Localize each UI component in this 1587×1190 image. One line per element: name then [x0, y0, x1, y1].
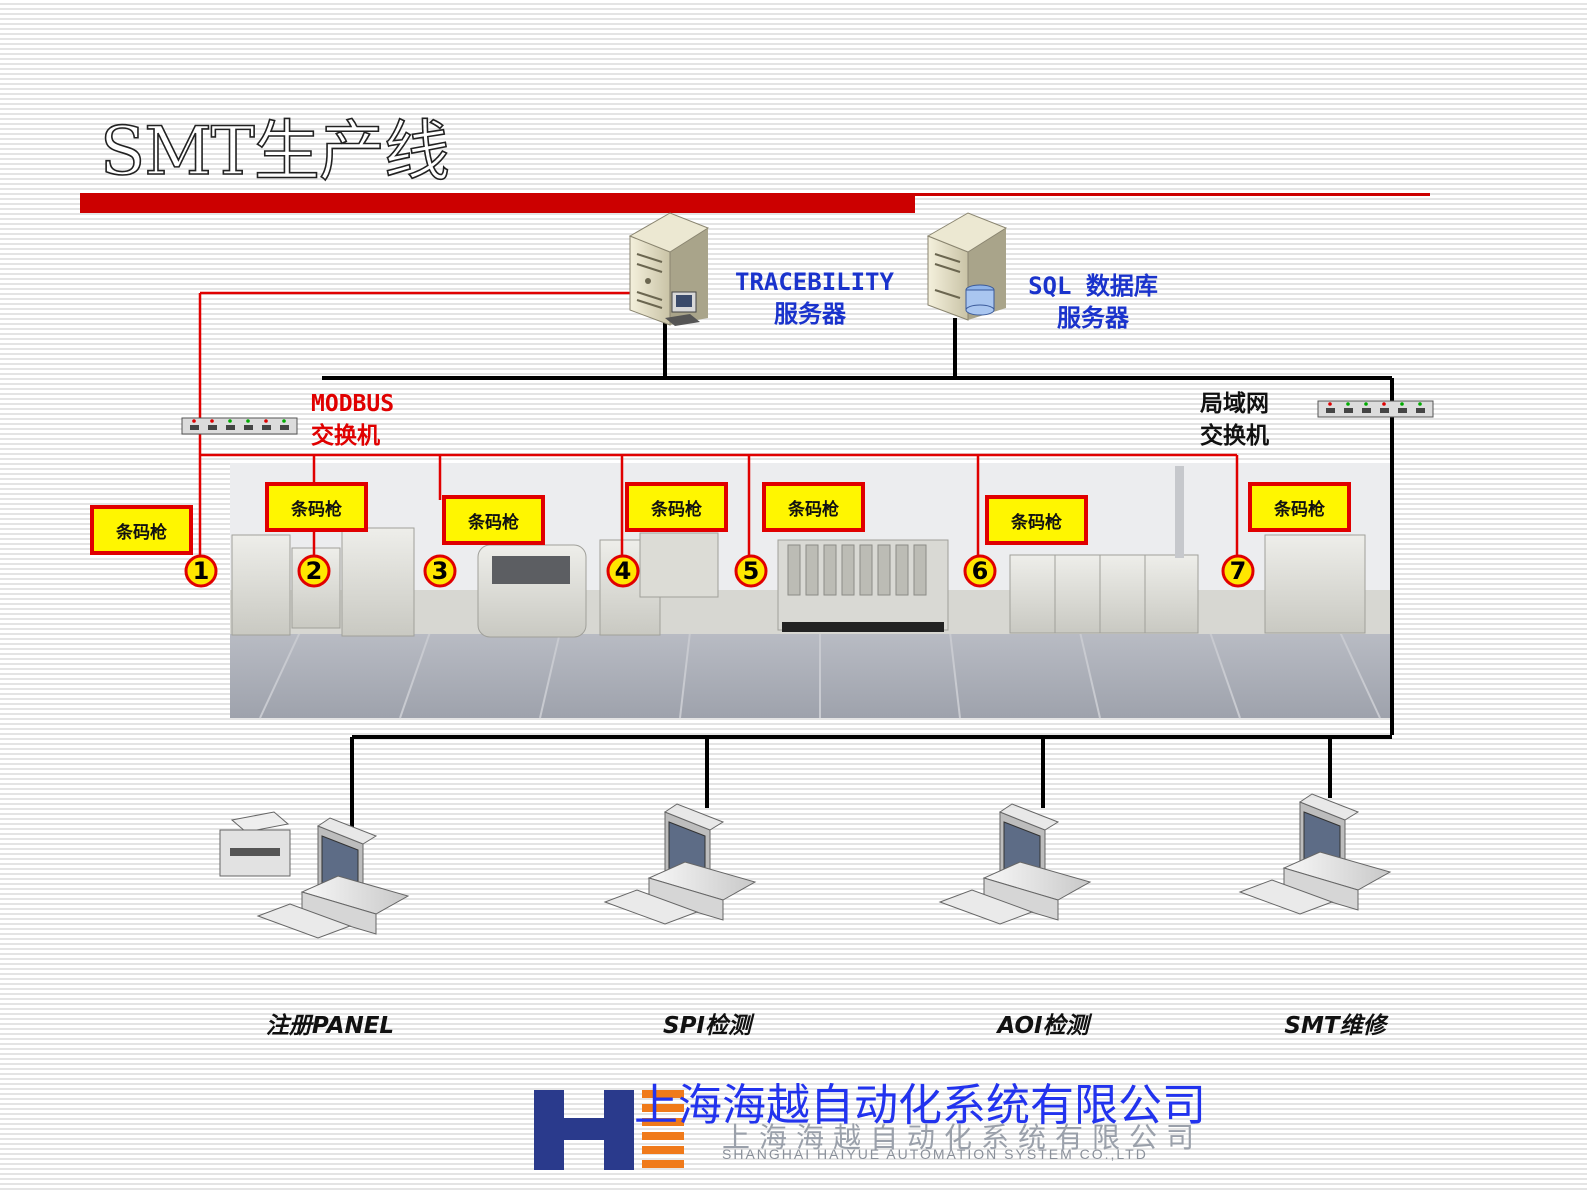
- traceability-label-line1: TRACEBILITY: [735, 268, 894, 296]
- modbus-switch-label: MODBUS 交换机: [311, 388, 394, 452]
- station-number-2: 2: [305, 557, 323, 585]
- barcode-scanner-1: 条码枪: [90, 505, 193, 555]
- computer-icon: [603, 803, 757, 925]
- barcode-scanner-5: 条码枪: [762, 482, 865, 532]
- company-name-watermark: 上海海越自动化系统有限公司: [722, 1121, 1204, 1154]
- barcode-scanner-2: 条码枪: [265, 482, 368, 532]
- station-marker-4: [606, 554, 640, 588]
- computer-icon: [256, 817, 410, 939]
- station-number-6: 6: [971, 557, 989, 585]
- workstation-label-aoi: AOI检测: [997, 1013, 1089, 1039]
- company-logo: [534, 1090, 684, 1170]
- page-title: SMT生产线: [99, 112, 450, 191]
- workstation-label-register: 注册PANEL: [265, 1013, 395, 1039]
- modbus-label-line2: 交换机: [311, 423, 380, 449]
- lan-switch-icon: [1317, 400, 1434, 418]
- database-server-icon: [926, 212, 1008, 321]
- computer-icon: [1238, 793, 1392, 915]
- barcode-scanner-7: 条码枪: [1248, 482, 1351, 532]
- barcode-scanner-6: 条码枪: [985, 495, 1088, 545]
- lan-label-line1: 局域网: [1200, 391, 1269, 417]
- barcode-scanner-4: 条码枪: [625, 482, 728, 532]
- station-marker-6: [963, 554, 997, 588]
- server-tower-icon: [628, 212, 710, 326]
- modbus-switch-icon: [181, 417, 298, 435]
- station-number-3: 3: [431, 557, 449, 585]
- title-underline-thick: [80, 193, 915, 213]
- lan-switch-label: 局域网 交换机: [1200, 388, 1269, 452]
- station-marker-1: [184, 554, 218, 588]
- sql-server-label: SQL 数据库 服务器: [1018, 270, 1168, 334]
- station-marker-3: [423, 554, 457, 588]
- workstation-label-spi: SPI检测: [663, 1013, 751, 1039]
- company-name-english: SHANGHAI HAIYUE AUTOMATION SYSTEM CO.,LT…: [722, 1146, 1148, 1162]
- station-marker-2: [297, 554, 331, 588]
- station-number-7: 7: [1229, 557, 1247, 585]
- company-name: 上海海越自动化系统有限公司: [634, 1080, 1206, 1131]
- modbus-label-line1: MODBUS: [311, 391, 395, 417]
- station-number-1: 1: [192, 557, 210, 585]
- sql-label-line1: SQL 数据库: [1028, 272, 1158, 300]
- station-marker-7: [1221, 554, 1255, 588]
- workstation-label-repair: SMT维修: [1284, 1013, 1386, 1039]
- lan-lines: [322, 318, 1394, 838]
- station-number-5: 5: [742, 557, 760, 585]
- title-underline-thin: [915, 193, 1430, 196]
- traceability-label-line2: 服务器: [774, 300, 846, 328]
- sql-label-line2: 服务器: [1057, 304, 1129, 332]
- traceability-server-label: TRACEBILITY 服务器: [735, 266, 894, 330]
- computer-icon: [938, 803, 1092, 925]
- lan-label-line2: 交换机: [1200, 423, 1269, 449]
- station-number-4: 4: [614, 557, 632, 585]
- station-marker-5: [734, 554, 768, 588]
- barcode-scanner-3: 条码枪: [442, 495, 545, 545]
- printer-icon: [219, 811, 291, 877]
